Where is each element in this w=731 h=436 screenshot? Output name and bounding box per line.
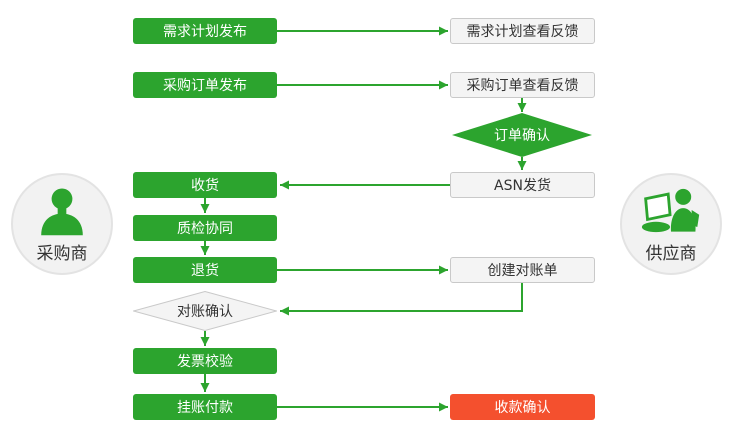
node-label: 收款确认 xyxy=(494,400,551,416)
person-torso xyxy=(670,208,696,232)
actor-supplier: 供应商 xyxy=(620,173,722,275)
node-return-goods: 退货 xyxy=(133,257,277,283)
node-label: 采购订单查看反馈 xyxy=(466,78,579,94)
node-label: 对账确认 xyxy=(177,304,233,320)
node-label: 收货 xyxy=(191,178,219,194)
node-demand-plan-publish: 需求计划发布 xyxy=(133,18,277,44)
laptop-screen xyxy=(644,192,672,222)
node-label: 退货 xyxy=(191,263,219,279)
node-label: ASN发货 xyxy=(494,178,551,194)
diamond-polygon xyxy=(452,113,592,157)
node-label: 质检协同 xyxy=(177,221,233,237)
actor-label: 采购商 xyxy=(36,244,88,264)
node-quality-check: 质检协同 xyxy=(133,215,277,241)
diamond-shape xyxy=(452,113,592,157)
node-label: 需求计划发布 xyxy=(163,24,247,40)
actor-label: 供应商 xyxy=(645,244,697,264)
diamond-shape xyxy=(133,291,277,331)
person-neck xyxy=(57,207,67,215)
edge-create-statement-to-confirm xyxy=(280,283,523,316)
node-asn-ship: ASN发货 xyxy=(450,172,595,198)
node-payment-confirm: 收款确认 xyxy=(450,394,595,420)
actor-buyer: 采购商 xyxy=(11,173,113,275)
node-label: 订单确认 xyxy=(494,128,550,144)
node-payment: 挂账付款 xyxy=(133,394,277,420)
node-receive: 收货 xyxy=(133,172,277,198)
person-icon xyxy=(13,185,111,237)
node-invoice-verify: 发票校验 xyxy=(133,348,277,374)
node-create-statement: 创建对账单 xyxy=(450,257,595,283)
node-po-publish: 采购订单发布 xyxy=(133,72,277,98)
node-label: 发票校验 xyxy=(177,354,233,370)
node-label: 采购订单发布 xyxy=(163,78,247,94)
node-demand-plan-feedback: 需求计划查看反馈 xyxy=(450,18,595,44)
node-order-confirm: 订单确认 xyxy=(452,113,592,157)
person-head xyxy=(51,188,73,210)
node-label: 需求计划查看反馈 xyxy=(466,24,579,40)
node-po-feedback: 采购订单查看反馈 xyxy=(450,72,595,98)
laptop-base xyxy=(641,221,671,233)
person-shoulders xyxy=(41,213,83,236)
node-label: 挂账付款 xyxy=(177,400,233,416)
person-laptop-icon xyxy=(622,185,720,237)
node-label: 创建对账单 xyxy=(487,263,558,279)
person-arm xyxy=(691,210,700,227)
person-head xyxy=(675,188,692,205)
node-statement-confirm: 对账确认 xyxy=(133,291,277,331)
diamond-polygon xyxy=(133,291,277,331)
